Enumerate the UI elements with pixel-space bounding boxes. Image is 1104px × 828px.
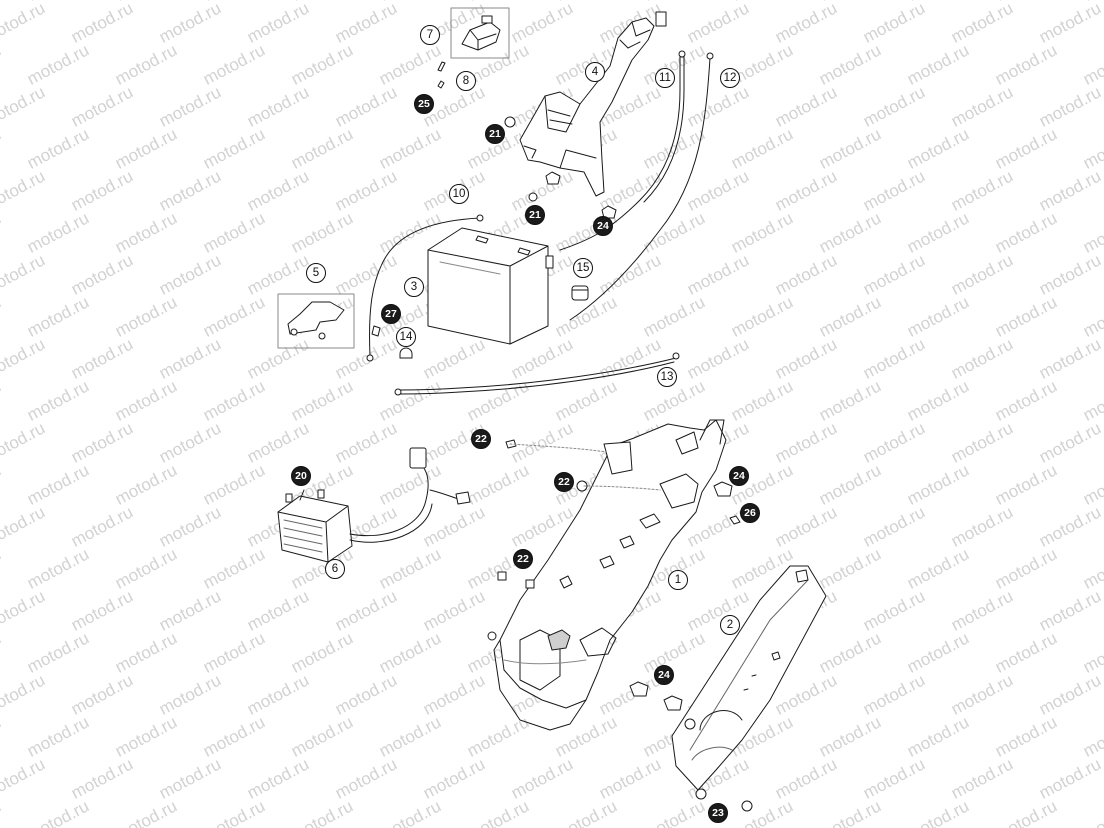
callout-7: 7 <box>420 25 440 45</box>
callout-26: 26 <box>740 503 760 523</box>
screw-clip-drawing <box>372 326 412 358</box>
battery-drawing <box>428 228 548 344</box>
rear-mudguard-drawing <box>672 566 826 790</box>
callout-24-lower-label: 24 <box>658 669 670 681</box>
battery-holder-bracket-drawing <box>520 12 666 196</box>
clips-24-lower-drawing <box>630 682 682 710</box>
battery-cables-drawing <box>560 51 713 320</box>
callout-13: 13 <box>657 367 677 387</box>
callout-5: 5 <box>306 263 326 283</box>
callout-24-top: 24 <box>593 216 613 236</box>
callout-22-mid: 22 <box>554 472 574 492</box>
callout-3: 3 <box>404 277 424 297</box>
callout-15: 15 <box>573 258 593 278</box>
callout-8: 8 <box>456 71 476 91</box>
regulator-rectifier-drawing <box>278 448 470 562</box>
cable-10-drawing <box>367 215 483 361</box>
callout-22-low: 22 <box>513 549 533 569</box>
screws-23-drawing <box>696 789 752 811</box>
relay-connector-drawing <box>451 8 509 58</box>
callout-27: 27 <box>381 304 401 324</box>
callout-6: 6 <box>325 559 345 579</box>
callout-4: 4 <box>585 62 605 82</box>
rubber-buffer-drawing <box>546 256 588 300</box>
callout-2: 2 <box>720 615 740 635</box>
callout-24-lower: 24 <box>654 665 674 685</box>
callout-22-top: 22 <box>471 429 491 449</box>
callout-20: 20 <box>291 466 311 486</box>
rear-tray-drawing <box>488 420 726 730</box>
callout-21-top: 21 <box>485 124 505 144</box>
callout-24-right: 24 <box>729 466 749 486</box>
callout-14: 14 <box>396 327 416 347</box>
callout-21-mid: 21 <box>525 205 545 225</box>
fasteners-24-26-drawing <box>714 482 740 524</box>
fasteners-22-drawing <box>498 440 660 588</box>
callout-10-label: 10 <box>452 188 466 200</box>
callout-1: 1 <box>668 570 688 590</box>
callout-12: 12 <box>720 68 740 88</box>
callout-25: 25 <box>414 94 434 114</box>
callout-23: 23 <box>708 803 728 823</box>
battery-hold-down-drawing <box>278 294 354 348</box>
small-screw-drawing <box>438 62 445 88</box>
cable-13-drawing <box>395 353 679 395</box>
callout-11: 11 <box>655 68 675 88</box>
callout-10: 10 <box>449 184 469 204</box>
